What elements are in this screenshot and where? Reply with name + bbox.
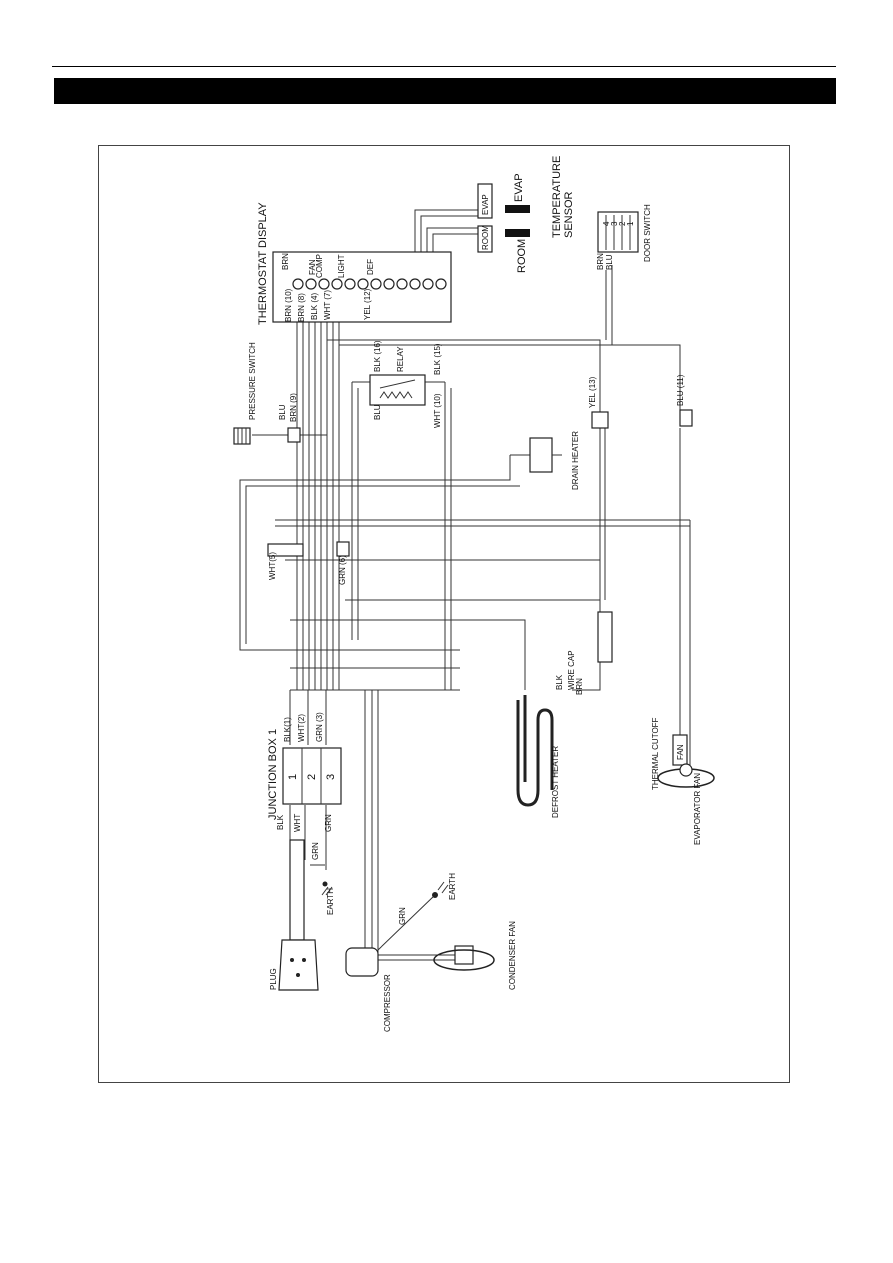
compressor-label: COMPRESSOR xyxy=(383,974,392,1032)
terminal-label-fan: FAN xyxy=(308,259,317,275)
earth-wire-grn: GRN xyxy=(311,842,320,860)
diagram-frame xyxy=(98,145,790,1083)
door-pin-2: 2 xyxy=(618,221,627,226)
junction-box: 1 2 3 JUNCTION BOX 1 BLK(1) WHT(2) GRN (… xyxy=(267,712,342,832)
wire-label-blk1: BLK(1) xyxy=(283,717,292,742)
wire-label-yel12: YEL (12) xyxy=(363,288,372,320)
wire-cap-label: WIRE CAP xyxy=(567,650,576,690)
wire-label-wht10: WHT (10) xyxy=(433,393,442,428)
connectors: YEL (13) BLU (11) WHT(5) GRN (6) xyxy=(267,374,693,585)
plug-label: PLUG xyxy=(269,968,278,990)
wire-label-brn9: BRN (9) xyxy=(289,393,298,422)
condenser-fan: CONDENSER FAN xyxy=(433,921,517,990)
door-switch-label: DOOR SWITCH xyxy=(643,204,652,262)
earth-label-1: EARTH xyxy=(326,888,335,915)
evaporator-fan-label: EVAPORATOR FAN xyxy=(693,773,702,845)
junction-number-1: 1 xyxy=(287,774,299,780)
wiring xyxy=(239,209,691,961)
wire-label-brn10: BRN (10) xyxy=(284,288,293,322)
earth-right: EARTH xyxy=(432,873,457,900)
room-tag: ROOM xyxy=(481,225,490,250)
thermostat-display-label: THERMOSTAT DISPLAY xyxy=(257,202,269,325)
wire-label-grn3: GRN (3) xyxy=(315,712,324,742)
door-switch-wire-brn: BRN xyxy=(596,253,605,270)
compressor: COMPRESSOR GRN xyxy=(345,907,407,1032)
wire-label-blk16: BLK (16) xyxy=(373,340,382,372)
junction-box-label: JUNCTION BOX 1 xyxy=(267,729,279,820)
wire-cap-brn: BRN xyxy=(575,678,584,695)
wire-label-yel13: YEL (13) xyxy=(588,376,597,408)
temperature-sensors: EVAP ROOM EVAP ROOM TEMPERATURE SENSOR xyxy=(477,156,575,273)
drain-heater: DRAIN HEATER xyxy=(529,431,580,490)
junction-wire-blk: BLK xyxy=(276,814,285,830)
door-pin-4: 4 xyxy=(602,221,611,226)
wire-label-wht5: WHT(5) xyxy=(268,552,277,580)
condenser-fan-label: CONDENSER FAN xyxy=(508,921,517,990)
terminal-label-light: LIGHT xyxy=(337,254,346,278)
compressor-wire-grn: GRN xyxy=(398,907,407,925)
wire-label-blk15: BLK (15) xyxy=(433,343,442,375)
pressure-switch-label: PRESSURE SWITCH xyxy=(248,342,257,420)
earth-label-2: EARTH xyxy=(448,873,457,900)
evap-tag: EVAP xyxy=(481,194,490,215)
terminal-label-brn: BRN xyxy=(281,253,290,270)
pressure-switch: PRESSURE SWITCH BLU BRN (9) xyxy=(233,342,301,445)
relay: BLK (16) RELAY BLU BLK (15) WHT (10) xyxy=(369,340,442,428)
junction-number-3: 3 xyxy=(325,774,337,780)
wire-label-blk4: BLK (4) xyxy=(310,293,319,320)
wire-label-blu11: BLU (11) xyxy=(676,374,685,406)
wire-label-blu-relay: BLU xyxy=(373,404,382,420)
thermostat-display: BRN FAN COMP LIGHT DEF BRN (10) BRN (8) … xyxy=(257,202,452,325)
plug: PLUG xyxy=(269,839,319,991)
door-pin-1: 1 xyxy=(626,221,635,226)
header-bar xyxy=(54,78,836,104)
defrost-heater: DEFROST HEATER xyxy=(516,695,560,818)
header-rule xyxy=(52,66,836,67)
junction-number-2: 2 xyxy=(306,774,318,780)
temperature-sensor-label-2: SENSOR xyxy=(563,191,575,238)
thermal-cutoff-label: THERMAL CUTOFF xyxy=(651,717,660,790)
temperature-sensor-label-1: TEMPERATURE xyxy=(551,156,563,238)
door-switch: 4 3 2 1 BRN BLU DOOR SWITCH xyxy=(596,204,652,270)
terminal-label-comp: COMP xyxy=(315,254,324,278)
wire-label-grn6: GRN (6) xyxy=(338,555,347,585)
wire-cap: BLK WIRE CAP BRN xyxy=(555,611,613,695)
wire-label-blu: BLU xyxy=(278,404,287,420)
wire-label-wht7: WHT (7) xyxy=(323,290,332,320)
defrost-heater-label: DEFROST HEATER xyxy=(551,746,560,818)
evaporator-fan: FAN THERMAL CUTOFF EVAPORATOR FAN xyxy=(651,717,715,845)
fan-tag: FAN xyxy=(676,744,685,760)
wire-label-brn8: BRN (8) xyxy=(297,293,306,322)
wire-cap-blk: BLK xyxy=(555,674,564,690)
drain-heater-label: DRAIN HEATER xyxy=(571,431,580,490)
door-switch-wire-blu: BLU xyxy=(605,254,614,270)
wire-label-wht2: WHT(2) xyxy=(297,714,306,742)
door-pin-3: 3 xyxy=(610,221,619,226)
junction-wire-wht: WHT xyxy=(293,814,302,832)
terminal-label-def: DEF xyxy=(366,259,375,275)
room-label: ROOM xyxy=(516,239,528,273)
junction-wire-grn: GRN xyxy=(324,814,333,832)
relay-label: RELAY xyxy=(396,346,405,372)
earth-left: GRN EARTH xyxy=(311,842,335,915)
terminal-row xyxy=(292,278,447,290)
evap-label: EVAP xyxy=(513,173,525,202)
